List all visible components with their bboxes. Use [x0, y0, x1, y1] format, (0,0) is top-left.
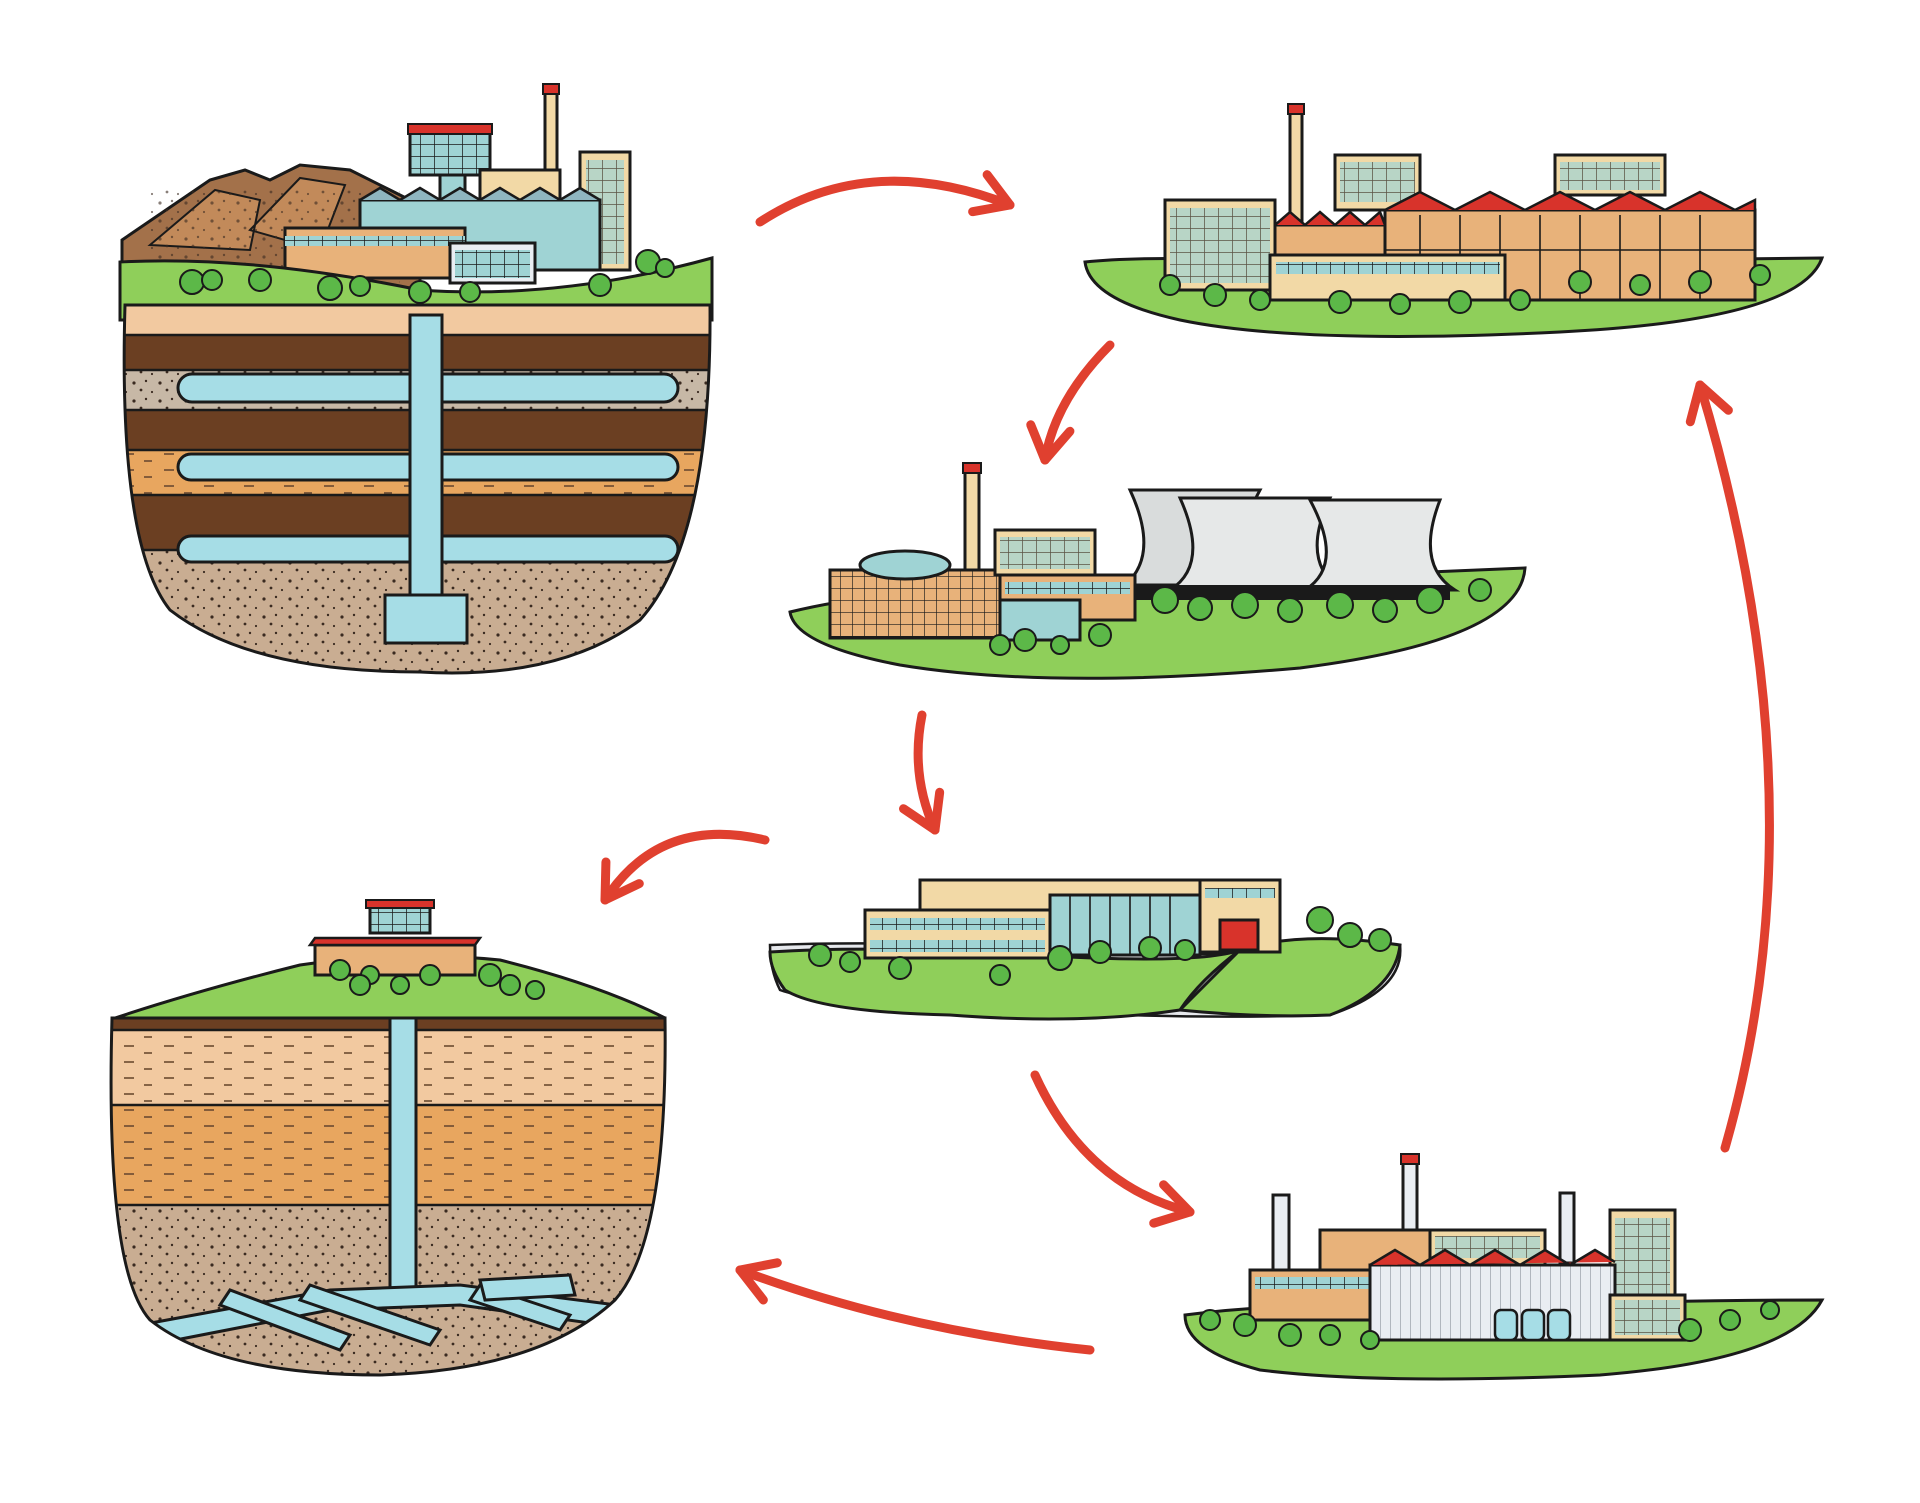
storage-facility-illustration: [768, 878, 1402, 1021]
arrow-reprocessing-to-fabrication: [1685, 380, 1774, 1153]
fabrication-plant-illustration: [1083, 103, 1825, 338]
arrow-storage-to-reprocessing: [1030, 1070, 1195, 1228]
mine-illustration: [118, 83, 714, 675]
arrow-mine-to-fabrication: [755, 170, 1015, 227]
arrow-fabrication-to-power: [1026, 340, 1115, 465]
arrows-layer: [600, 170, 1774, 1355]
reprocessing-plant-illustration: [1183, 1153, 1825, 1381]
power-plant-illustration: [788, 462, 1527, 680]
arrow-reprocessing-to-repository: [735, 1258, 1095, 1355]
repository-illustration: [109, 899, 667, 1377]
arrow-storage-to-repository: [600, 829, 770, 905]
arrow-power-to-storage: [899, 710, 945, 835]
